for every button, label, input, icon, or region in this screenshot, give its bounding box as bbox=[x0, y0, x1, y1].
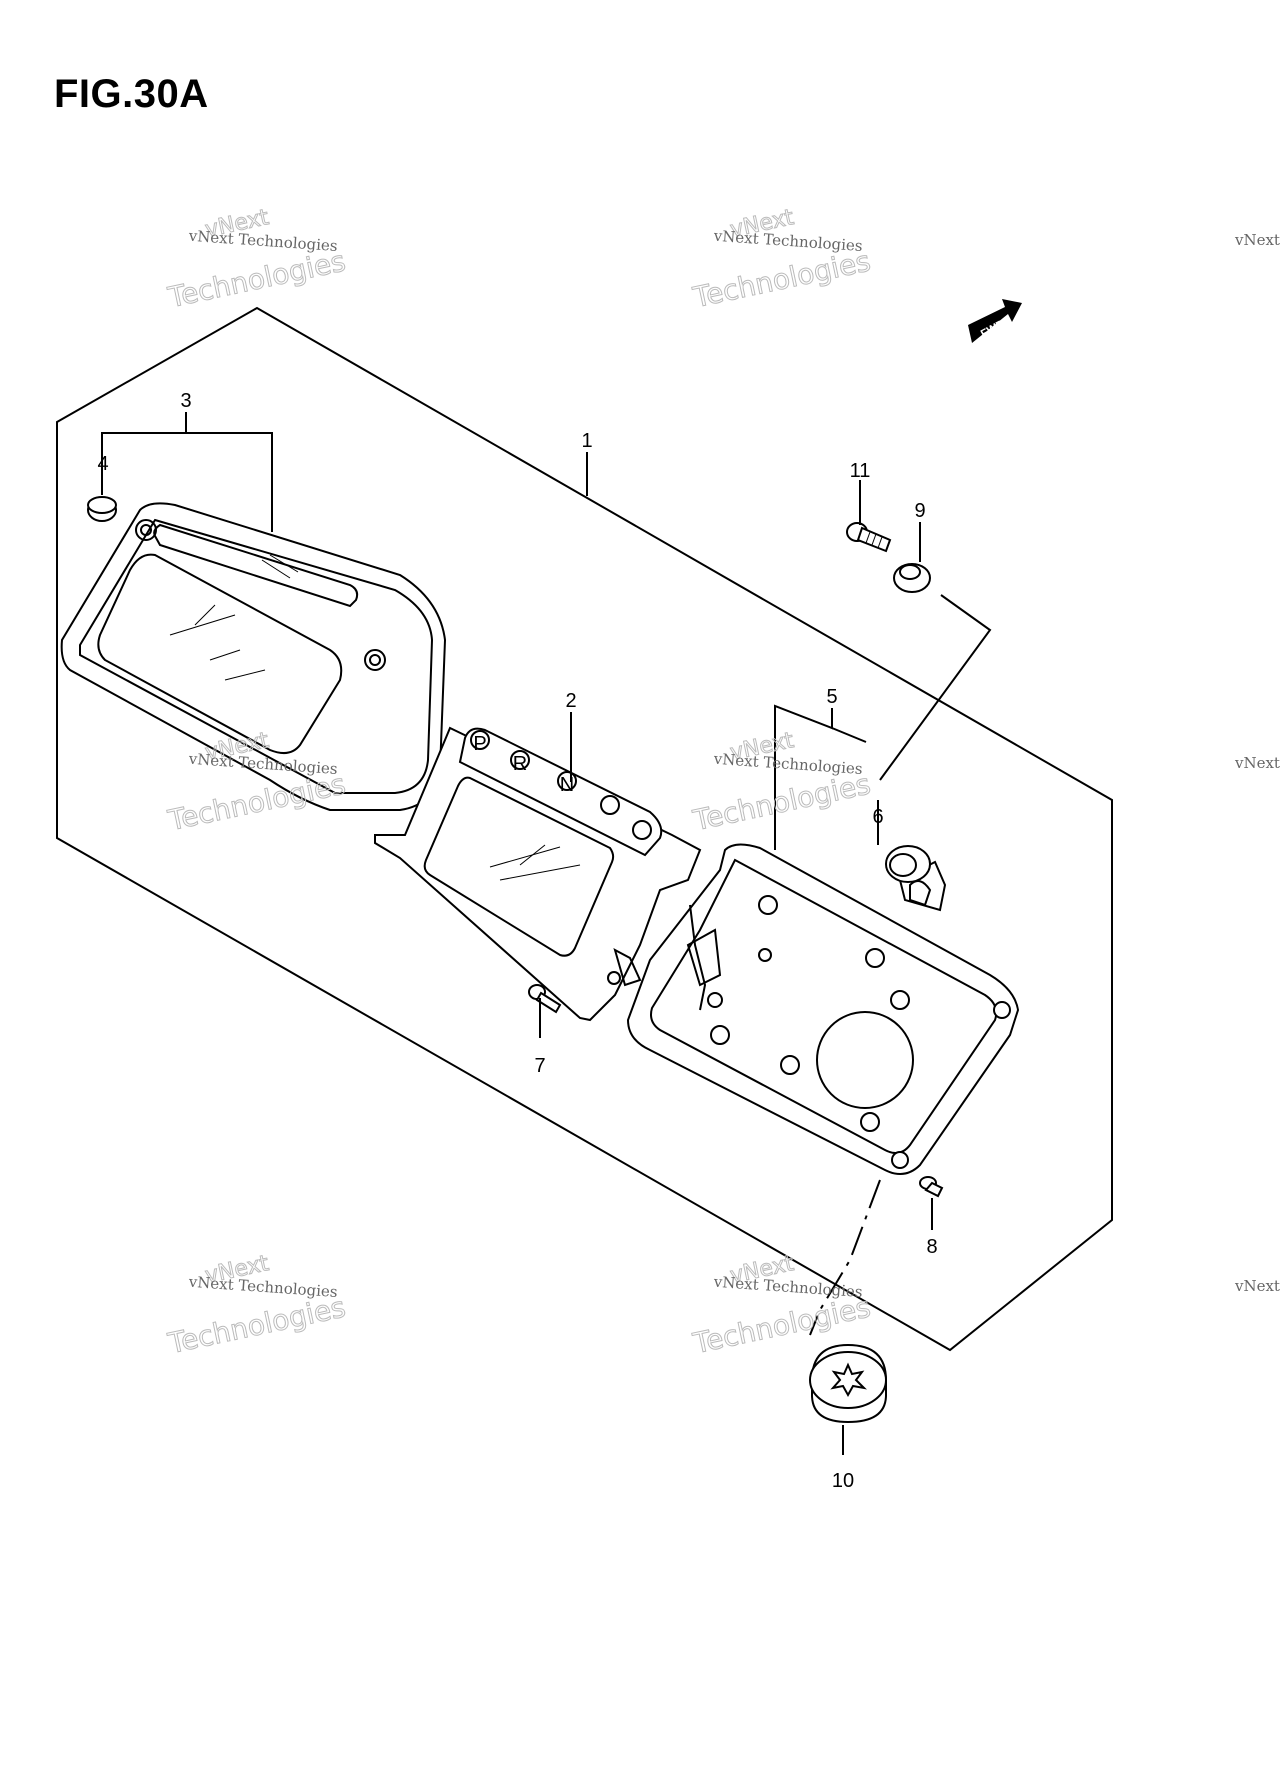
svg-text:vNext Technologies: vNext Technologies bbox=[1234, 1277, 1280, 1295]
screw-part-8 bbox=[919, 1176, 944, 1198]
watermark-right-edge: vNext Technologies vNext Technologies vN… bbox=[1234, 231, 1280, 1295]
meter-case-part-5 bbox=[626, 843, 1020, 1175]
meter-cover-part-3 bbox=[60, 502, 447, 811]
svg-text:Technologies: Technologies bbox=[690, 244, 874, 314]
svg-text:vNext Technologies: vNext Technologies bbox=[1234, 754, 1280, 772]
callout-5: 5 bbox=[826, 686, 837, 708]
callout-11: 11 bbox=[850, 460, 871, 482]
figure-title: FIG.30A bbox=[54, 72, 209, 116]
watermark-top-center: vNext vNext Technologies Technologies bbox=[689, 205, 874, 315]
gear-n-label: N bbox=[560, 774, 574, 796]
callout-2: 2 bbox=[565, 690, 576, 712]
callout-6: 6 bbox=[872, 806, 883, 828]
screw-part-7 bbox=[528, 984, 562, 1014]
cap-part-10 bbox=[809, 1343, 887, 1424]
callout-9: 9 bbox=[914, 500, 925, 522]
grommet-part-9 bbox=[893, 563, 931, 593]
assembly-boundary-outline bbox=[56, 306, 1113, 1352]
fwd-arrow-icon: FWD bbox=[968, 299, 1022, 343]
svg-text:Technologies: Technologies bbox=[165, 244, 349, 314]
svg-text:Technologies: Technologies bbox=[690, 767, 874, 837]
callout-8: 8 bbox=[926, 1236, 937, 1258]
watermark-bottom-left: vNext vNext Technologies Technologies bbox=[164, 1251, 349, 1361]
watermark-bottom-center: vNext vNext Technologies Technologies bbox=[689, 1251, 874, 1361]
svg-text:Technologies: Technologies bbox=[165, 1290, 349, 1360]
leader-lines bbox=[101, 412, 992, 1455]
callout-10: 10 bbox=[832, 1470, 854, 1492]
grommet-part-4 bbox=[87, 496, 117, 522]
indicator-panel-part-2 bbox=[374, 726, 702, 1022]
svg-text:vNext Technologies: vNext Technologies bbox=[1234, 231, 1280, 249]
bolt-part-11 bbox=[846, 522, 892, 553]
callout-7: 7 bbox=[534, 1055, 545, 1077]
watermark-top-left: vNext vNext Technologies Technologies bbox=[164, 205, 349, 315]
svg-text:Technologies: Technologies bbox=[165, 767, 349, 837]
watermark-mid-center: vNext vNext Technologies Technologies bbox=[689, 728, 874, 838]
gear-r-label: R bbox=[513, 753, 527, 775]
gear-p-label: P bbox=[473, 733, 486, 755]
callout-4: 4 bbox=[97, 453, 108, 475]
grommet-part-6 bbox=[885, 845, 931, 883]
callout-3: 3 bbox=[180, 390, 191, 412]
callout-1: 1 bbox=[581, 430, 592, 452]
